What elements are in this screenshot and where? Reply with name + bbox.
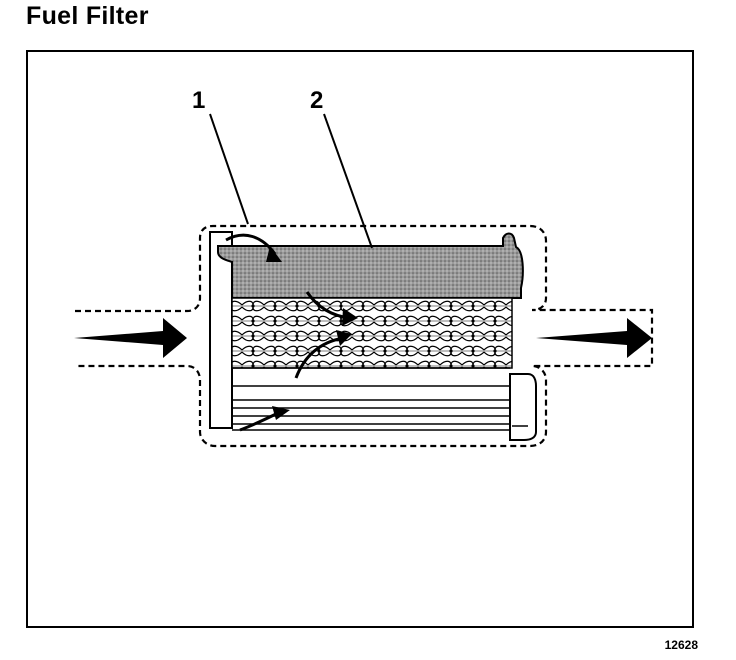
flow-arrowheads (266, 246, 358, 420)
figure-number: 12628 (664, 638, 698, 652)
callout-1: 1 (192, 87, 205, 114)
outlet-arrow (536, 318, 652, 358)
leader-line-2 (323, 113, 373, 249)
diagram-frame (26, 50, 694, 628)
outlet-passages (232, 367, 510, 431)
outlet-end-cap (509, 373, 537, 441)
pleated-media (231, 297, 513, 369)
filter-element-top (217, 232, 524, 299)
page-title: Fuel Filter (26, 2, 149, 30)
callout-2: 2 (310, 87, 323, 114)
leader-line-1 (209, 113, 249, 225)
inlet-arrow (74, 318, 187, 358)
